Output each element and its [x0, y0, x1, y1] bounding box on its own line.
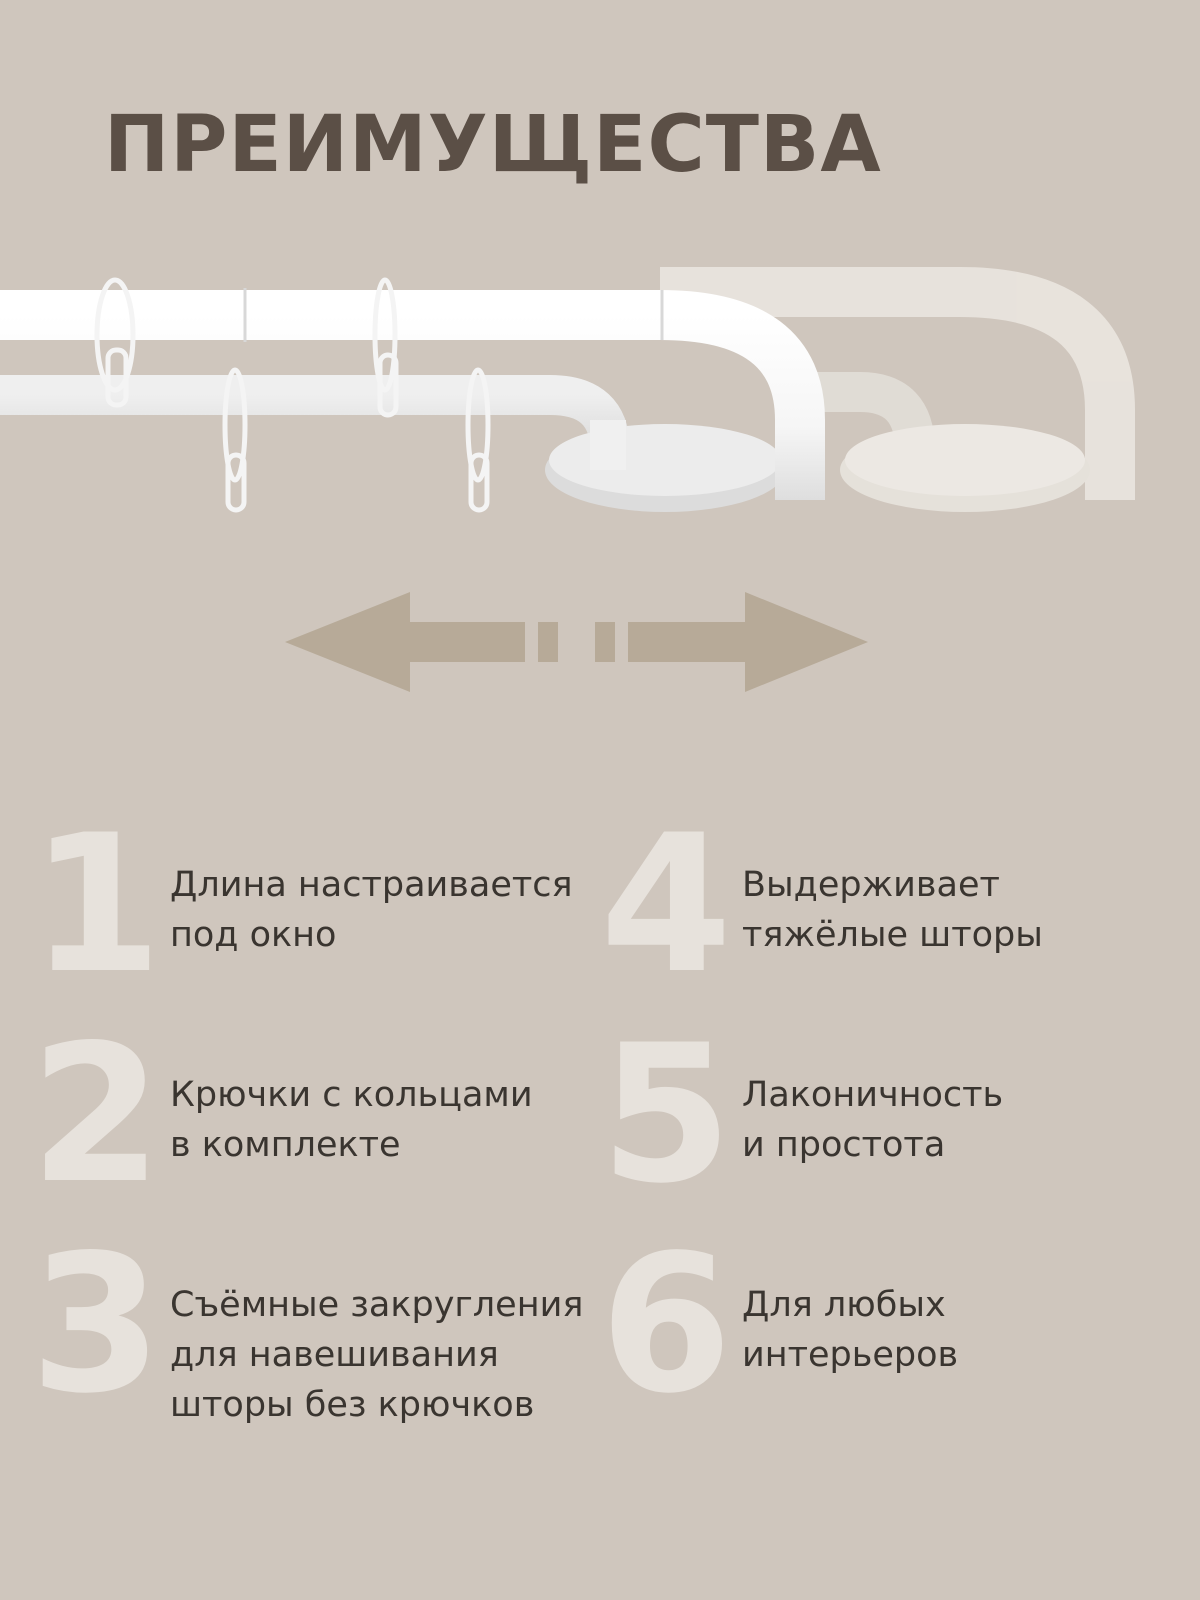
- feature-item-2: 2 Крючки с кольцами в комплекте: [30, 1020, 590, 1240]
- curtain-rings: [94, 277, 491, 513]
- feature-number: 5: [600, 1004, 733, 1225]
- feature-number: 3: [30, 1214, 163, 1435]
- feature-text: Крючки с кольцами в комплекте: [170, 1075, 533, 1165]
- feature-number: 2: [30, 1004, 163, 1225]
- feature-text: Выдерживает тяжёлые шторы: [742, 865, 1043, 955]
- rod-extended-ghost: [660, 267, 1135, 512]
- rod-lower: [0, 375, 785, 512]
- page-title: ПРЕИМУЩЕСТВА: [104, 100, 882, 190]
- feature-item-6: 6 Для любых интерьеров: [600, 1230, 1160, 1450]
- feature-item-3: 3 Съёмные закругления для навешивания шт…: [30, 1230, 590, 1450]
- feature-item-5: 5 Лаконичность и простота: [600, 1020, 1160, 1240]
- feature-text: Для любых интерьеров: [742, 1285, 959, 1375]
- feature-item-1: 1 Длина настраивается под окно: [30, 810, 590, 1030]
- feature-number: 1: [30, 794, 163, 1015]
- feature-text: Лаконичность и простота: [742, 1075, 1004, 1165]
- adjustable-length-arrow-icon: [285, 592, 868, 692]
- feature-number: 6: [600, 1214, 733, 1435]
- curtain-rod-image: [0, 267, 1135, 513]
- feature-item-4: 4 Выдерживает тяжёлые шторы: [600, 810, 1160, 1030]
- feature-number: 4: [600, 794, 733, 1015]
- feature-text: Длина настраивается под окно: [170, 865, 573, 955]
- rod-upper: [0, 288, 825, 500]
- feature-text: Съёмные закругления для навешивания штор…: [170, 1285, 584, 1425]
